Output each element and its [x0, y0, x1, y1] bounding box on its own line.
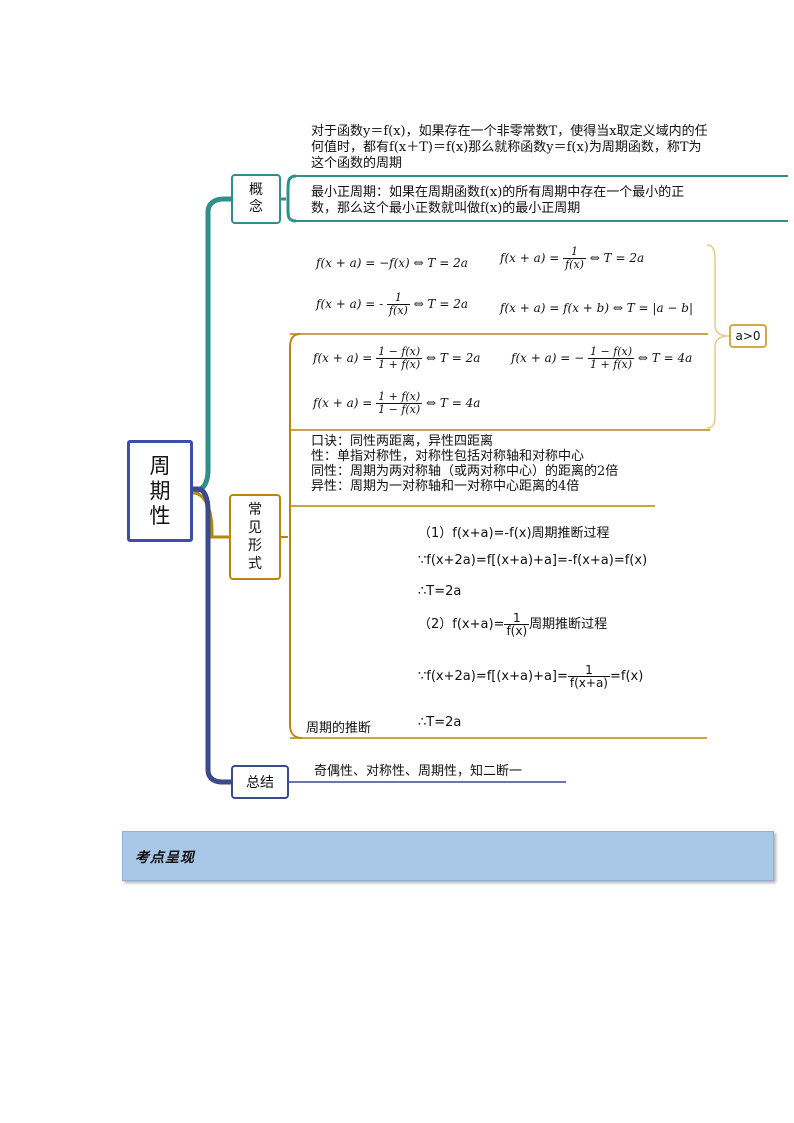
section-banner-title: 考点呈现 — [135, 850, 195, 866]
min-period-line-2: 数，那么这个最小正数就叫做f(x)的最小正周期 — [311, 201, 581, 216]
formula-7-den: 1 − f(x) — [378, 403, 421, 416]
forms-label-2: 见 — [248, 520, 262, 536]
forms-label-1: 常 — [248, 502, 262, 518]
formula-6-fraction: 1 − f(x)1 + f(x) — [587, 345, 635, 371]
definition-line-2: 何值时，都有f(x＋T)＝f(x)那么就称函数y＝f(x)为周期函数，称T为 — [311, 140, 702, 155]
derivation-title-2-num: 1 — [504, 612, 530, 625]
formula-5-num: 1 − f(x) — [376, 345, 423, 359]
concept-node: 概 念 — [231, 174, 281, 224]
mnemonic-line-1: 口诀：同性两距离，异性四距离 — [311, 434, 494, 449]
formula-5-rhs: ⇔ T = 2a — [426, 351, 481, 365]
derivation-title-2-lhs: （2）f(x+a)= — [418, 617, 505, 632]
root-label-3: 性 — [149, 503, 171, 528]
formula-2-rhs: ⇔ T = 2a — [589, 251, 645, 265]
formula-7: f(x + a) = 1 + f(x)1 − f(x) ⇔ T = 4a — [313, 391, 480, 416]
forms-label-4: 式 — [248, 556, 262, 572]
formula-4: f(x + a) = f(x + b) ⇔ T = |a − b| — [500, 301, 694, 315]
forms-label-3: 形 — [248, 538, 262, 554]
root-label-1: 周 — [149, 453, 171, 478]
mnemonic-line-2: 性：单指对称性，对称性包括对称轴和对称中心 — [311, 449, 585, 464]
formula-7-num: 1 + f(x) — [376, 390, 423, 404]
formula-7-rhs: ⇔ T = 4a — [426, 396, 481, 410]
formula-2-den: f(x) — [565, 258, 584, 271]
formula-6-num: 1 − f(x) — [587, 345, 635, 359]
derivation-result-1: ∴T=2a — [418, 584, 462, 599]
formula-6-rhs: ⇔ T = 4a — [637, 351, 693, 365]
condition-badge: a>0 — [729, 324, 767, 348]
formula-7-lhs: f(x + a) = — [313, 396, 373, 410]
formula-6-den: 1 + f(x) — [589, 358, 633, 371]
formula-6: f(x + a) = − 1 − f(x)1 + f(x) ⇔ T = 4a — [511, 346, 692, 371]
formula-3-lhs: f(x + a) = - — [316, 297, 384, 311]
concept-label-2: 念 — [249, 199, 263, 215]
derivation-step-2-rhs: =f(x) — [609, 669, 644, 684]
mnemonic-text: 口诀：同性两距离，异性四距离 性：单指对称性，对称性包括对称轴和对称中心 同性：… — [311, 434, 618, 494]
formula-5-den: 1 + f(x) — [378, 358, 421, 371]
derivation-step-2-lhs: ∵f(x+2a)=f[(x+a)+a]= — [418, 669, 568, 684]
derivation-step-2-den: f(x+a) — [569, 676, 608, 690]
section-banner: 考点呈现 — [122, 831, 774, 881]
formula-5-fraction: 1 − f(x)1 + f(x) — [376, 345, 423, 371]
derivation-result-2: ∴T=2a — [418, 715, 462, 730]
derivation-title-1: （1）f(x+a)=-f(x)周期推断过程 — [418, 526, 610, 541]
summary-node: 总结 — [231, 765, 289, 799]
derivation-title-2-den: f(x) — [506, 624, 528, 638]
formula-6-lhs: f(x + a) = − — [511, 351, 585, 365]
mnemonic-line-3: 同性：周期为两对称轴（或两对称中心）的距离的2倍 — [311, 464, 619, 479]
derivation-step-1: ∵f(x+2a)=f[(x+a)+a]=-f(x+a)=f(x) — [418, 553, 648, 568]
formula-5-lhs: f(x + a) = — [313, 351, 373, 365]
root-node-periodicity: 周 期 性 — [127, 440, 193, 542]
formula-1: f(x + a) = −f(x) ⇔ T = 2a — [316, 256, 468, 270]
definition-text: 对于函数y＝f(x)，如果存在一个非零常数T，使得当x取定义域内的任 何值时，都… — [311, 124, 708, 172]
derivation-title-2-rhs: 周期推断过程 — [529, 617, 608, 632]
derivation-step-2-num: 1 — [567, 664, 610, 677]
common-forms-node: 常 见 形 式 — [229, 494, 281, 580]
concept-label-1: 概 — [249, 182, 263, 198]
min-period-text: 最小正周期：如果在周期函数f(x)的所有周期中存在一个最小的正 数，那么这个最小… — [311, 185, 684, 217]
summary-text: 奇偶性、对称性、周期性，知二断一 — [314, 764, 523, 779]
definition-line-1: 对于函数y＝f(x)，如果存在一个非零常数T，使得当x取定义域内的任 — [311, 124, 708, 139]
formula-3-num: 1 — [386, 292, 410, 305]
formula-3-den: f(x) — [388, 304, 408, 317]
definition-line-3: 这个函数的周期 — [311, 156, 403, 171]
mnemonic-line-4: 异性：周期为一对称轴和一对称中心距离的4倍 — [311, 479, 580, 494]
formula-2-num: 1 — [563, 246, 586, 259]
formula-3-rhs: ⇔ T = 2a — [413, 297, 469, 311]
formula-7-fraction: 1 + f(x)1 − f(x) — [376, 390, 423, 416]
formula-5: f(x + a) = 1 − f(x)1 + f(x) ⇔ T = 2a — [313, 346, 480, 371]
root-label-2: 期 — [149, 478, 171, 503]
min-period-line-1: 最小正周期：如果在周期函数f(x)的所有周期中存在一个最小的正 — [311, 185, 685, 200]
derivation-label: 周期的推断 — [306, 721, 372, 736]
formula-2-lhs: f(x + a) = — [500, 251, 560, 265]
